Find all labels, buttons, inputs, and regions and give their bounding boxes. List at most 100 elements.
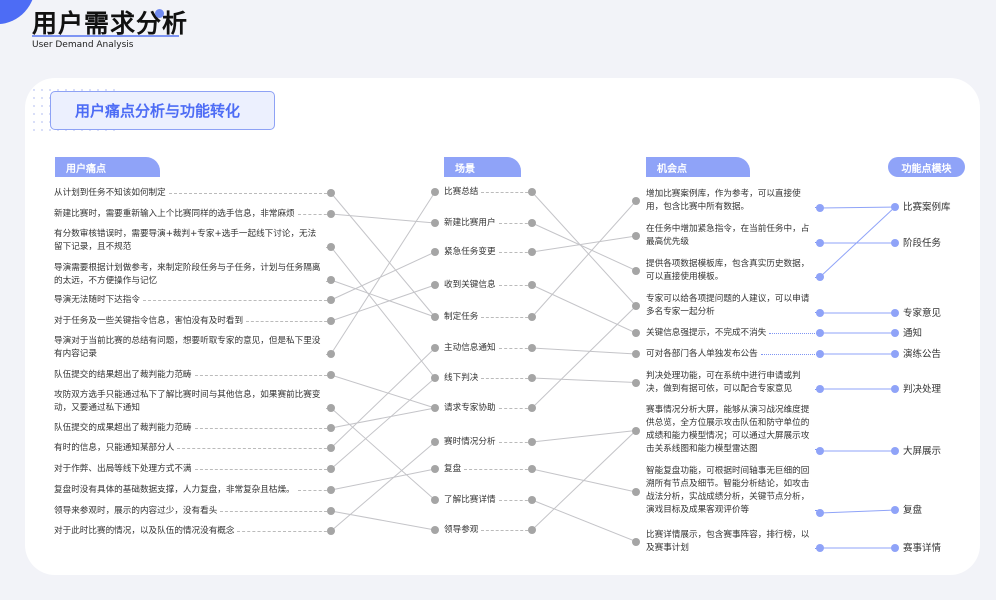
scene-out-dot — [528, 526, 536, 534]
pain-point-item-text: 导演对于当前比赛的总结有问题，想要听取专家的意见，但是私下里没有内容记录 — [54, 335, 321, 359]
scene-item-text: 新建比赛用户 — [444, 217, 496, 228]
pain-scene-link — [330, 407, 436, 429]
opportunity-item-leader-line — [769, 332, 821, 334]
pain-point-dot — [327, 424, 335, 432]
scene-item: 请求专家协助 — [444, 402, 536, 415]
pain-point-item: 对于此时比赛的情况，以及队伍的情况没有概念 — [54, 525, 335, 538]
pain-point-dot — [327, 465, 335, 473]
opportunity-out-dot — [816, 447, 824, 455]
scene-item: 比赛总结 — [444, 186, 536, 199]
opportunity-out-dot — [816, 273, 824, 281]
opportunity-out-dot — [816, 509, 824, 517]
function-item: 阶段任务 — [903, 237, 942, 249]
scene-in-dot — [431, 404, 439, 412]
function-dot — [891, 239, 899, 247]
scene-out-dot — [528, 281, 536, 289]
scene-opportunity-link — [531, 377, 637, 383]
scene-item: 紧急任务变更 — [444, 246, 536, 259]
scene-opportunity-link — [531, 430, 637, 443]
opportunity-item-text: 关键信息强提示，不完成不消失 — [646, 327, 767, 338]
pain-scene-link — [330, 246, 436, 379]
pain-point-item-text: 队伍提交的成果超出了裁判能力范畴 — [54, 422, 192, 433]
scene-item-leader-line — [481, 316, 533, 318]
pain-point-item-text: 有分数审核错误时，需要导演+裁判+专家+选手一起线下讨论，无法留下记录，且不规范 — [54, 228, 317, 252]
opportunity-in-dot — [632, 302, 640, 310]
function-dot — [891, 203, 899, 211]
opportunity-in-dot — [632, 197, 640, 205]
pain-point-dot — [327, 296, 335, 304]
pain-point-item-leader-line — [194, 374, 332, 376]
scene-opportunity-link — [531, 430, 637, 531]
pain-scene-link — [330, 191, 436, 355]
opportunity-item: 在任务中增加紧急指令，在当前任务中，占最高优先级 — [646, 223, 824, 249]
pain-point-item-leader-line — [246, 320, 332, 322]
function-dot — [891, 350, 899, 358]
opportunity-item: 提供各项数据模板库，包含真实历史数据，可以直接使用模板。 — [646, 258, 824, 284]
pain-point-item: 新建比赛时，需要重新输入上个比赛同样的选手信息，非常麻烦 — [54, 208, 335, 221]
opportunity-in-dot — [632, 488, 640, 496]
pain-point-item-leader-line — [194, 468, 332, 470]
pain-point-item: 复盘时没有具体的基础数据支撑，人力复盘，非常复杂且枯燥。 — [54, 484, 335, 497]
scene-item: 领导参观 — [444, 524, 536, 537]
scene-item-text: 主动信息通知 — [444, 342, 496, 353]
scene-item-leader-line — [481, 191, 533, 193]
scene-out-dot — [528, 496, 536, 504]
pain-scene-link — [330, 510, 436, 531]
function-item: 复盘 — [903, 504, 923, 516]
opportunity-out-dot — [816, 309, 824, 317]
opportunity-item-text: 赛事情况分析大屏，能够从演习战况维度提供总览，全方位展示攻击队伍和防守单位的成绩… — [646, 404, 810, 454]
opportunity-item: 智能复盘功能，可根据时间轴事无巨细的回溯所有节点及细节。智能分析结论，如攻击战法… — [646, 465, 824, 517]
scene-item-text: 了解比赛详情 — [444, 494, 496, 505]
pain-point-dot — [327, 210, 335, 218]
scene-in-dot — [431, 219, 439, 227]
scene-in-dot — [431, 438, 439, 446]
pain-point-item-leader-line — [297, 489, 332, 491]
opportunity-item-text: 比赛详情展示，包含赛事阵容，排行榜，以及赛事计划 — [646, 529, 810, 553]
pain-scene-link — [330, 279, 436, 318]
scene-item-leader-line — [464, 468, 533, 470]
pain-point-dot — [327, 404, 335, 412]
column-header-opportunity: 机会点 — [646, 157, 750, 177]
scene-in-dot — [431, 344, 439, 352]
pain-point-item: 有分数审核错误时，需要导演+裁判+专家+选手一起线下讨论，无法留下记录，且不规范 — [54, 228, 335, 254]
function-dot — [891, 385, 899, 393]
scene-item-text: 领导参观 — [444, 524, 479, 535]
pain-scene-link — [330, 213, 436, 224]
function-item: 赛事详情 — [903, 542, 942, 554]
scene-item: 复盘 — [444, 463, 536, 476]
opportunity-out-dot — [816, 385, 824, 393]
scene-in-dot — [431, 496, 439, 504]
pain-point-item: 对于任务及一些关键指令信息，害怕没有及时看到 — [54, 315, 335, 328]
scene-item-leader-line — [498, 441, 533, 443]
pain-scene-link — [330, 374, 436, 409]
opportunity-out-dot — [816, 329, 824, 337]
scene-out-dot — [528, 438, 536, 446]
pain-point-item-text: 领导来参观时，展示的内容过少，没有看头 — [54, 505, 218, 516]
scene-item-leader-line — [498, 284, 533, 286]
pain-point-dot — [327, 486, 335, 494]
pain-point-item-text: 从计划到任务不知该如何制定 — [54, 187, 166, 198]
pain-point-dot — [327, 189, 335, 197]
opportunity-in-dot — [632, 537, 640, 546]
scene-out-dot — [528, 344, 536, 352]
scene-item: 制定任务 — [444, 311, 536, 324]
pain-point-item-text: 导演无法随时下达指令 — [54, 294, 140, 305]
scene-item: 新建比赛用户 — [444, 217, 536, 230]
scene-item: 线下判决 — [444, 372, 536, 385]
pain-scene-link — [330, 347, 436, 449]
pain-point-item-text: 导演需要根据计划做参考，来制定阶段任务与子任务，计划与任务隔离的太远，不方便操作… — [54, 262, 321, 286]
scene-opportunity-link — [531, 347, 637, 355]
pain-scene-link — [330, 251, 436, 301]
function-item: 判决处理 — [903, 383, 942, 395]
scene-opportunity-link — [531, 191, 637, 307]
opportunity-item: 比赛详情展示，包含赛事阵容，排行榜，以及赛事计划 — [646, 529, 824, 555]
pain-point-item: 队伍提交的成果超出了裁判能力范畴 — [54, 422, 335, 435]
pain-point-item-text: 新建比赛时，需要重新输入上个比赛同样的选手信息，非常麻烦 — [54, 208, 295, 219]
pain-point-item: 对于作弊、出局等线下处理方式不满 — [54, 463, 335, 476]
scene-item-text: 收到关键信息 — [444, 279, 496, 290]
opportunity-item-text: 专家可以给各项提问题的人建议，可以申请多名专家一起分析 — [646, 293, 810, 317]
pain-point-item: 导演无法随时下达指令 — [54, 294, 335, 307]
scene-out-dot — [528, 248, 536, 256]
pain-point-item-leader-line — [237, 530, 332, 532]
